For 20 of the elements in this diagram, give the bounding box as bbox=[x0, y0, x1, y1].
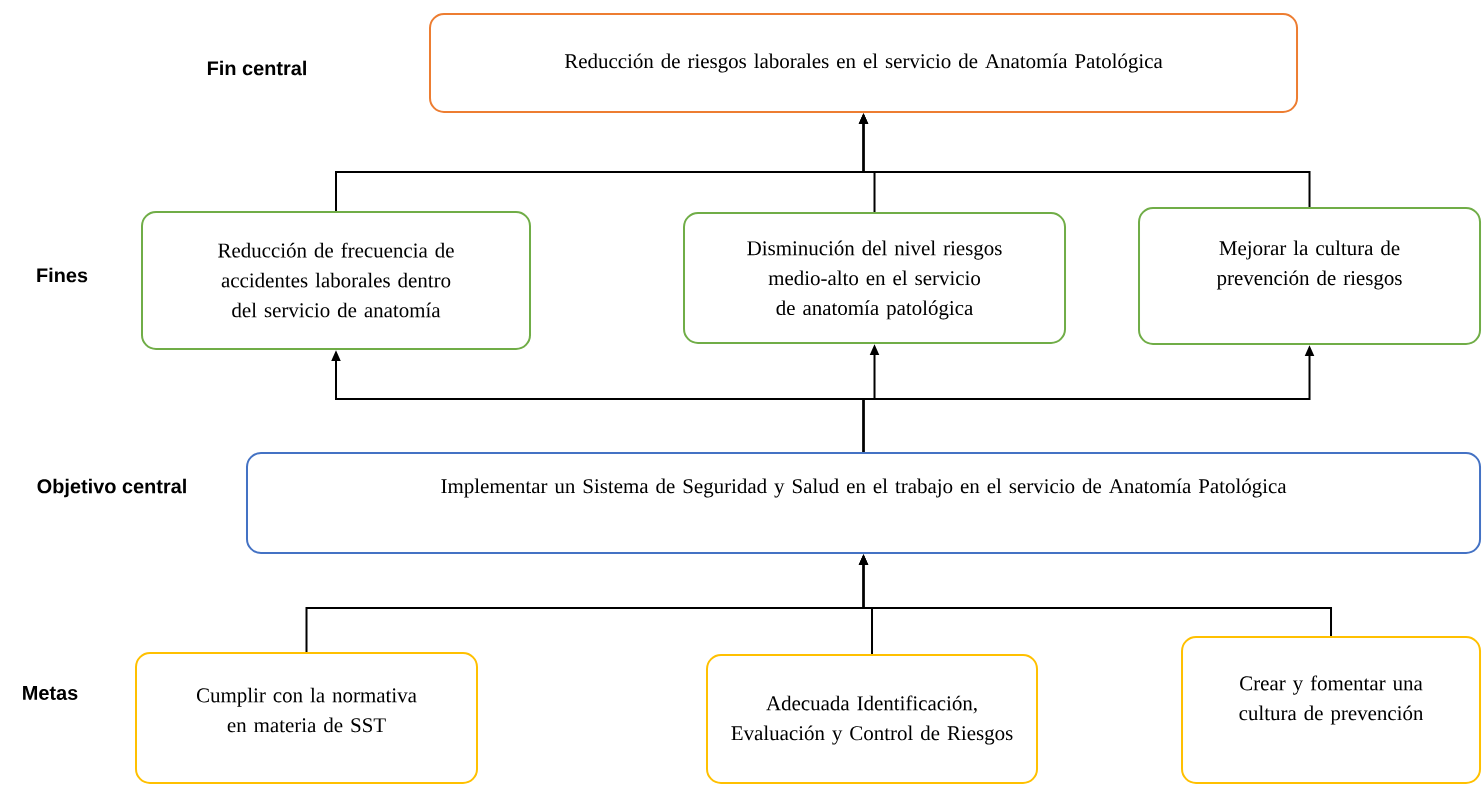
box bbox=[246, 452, 1482, 554]
box bbox=[1138, 207, 1481, 345]
box-text: Disminución del nivel riesgos medio-alto en el servicio de anatomía patológica bbox=[747, 240, 1002, 320]
box-text: Reducción de riesgos laborales en el servicio de Anatomía Patológica bbox=[564, 53, 1163, 73]
row-label: Metas bbox=[23, 686, 78, 700]
box bbox=[683, 212, 1066, 344]
box-text: Cumplir con la normativa en materia de SST bbox=[196, 687, 417, 733]
row-label: Objetivo central bbox=[37, 478, 186, 498]
box bbox=[141, 211, 531, 350]
box-text: Implementar un Sistema de Seguridad y Salud en el trabajo en el servicio de Anatomía Patológica bbox=[441, 478, 1287, 498]
box bbox=[1181, 636, 1481, 784]
box-text: Adecuada Identificación, Evaluación y Control de Riesgos bbox=[731, 695, 1013, 745]
box bbox=[429, 13, 1298, 113]
box bbox=[706, 654, 1038, 784]
row-label: Fines bbox=[37, 267, 88, 283]
row-label: Fin central bbox=[207, 60, 306, 76]
box-text: Crear y fomentar una cultura de prevención bbox=[1239, 675, 1424, 725]
box-text: Mejorar la cultura de prevención de riesgos bbox=[1216, 240, 1402, 290]
box-text: Reducción de frecuencia de accidentes laborales dentro del servicio de anatomía bbox=[218, 242, 454, 318]
box bbox=[135, 652, 478, 784]
